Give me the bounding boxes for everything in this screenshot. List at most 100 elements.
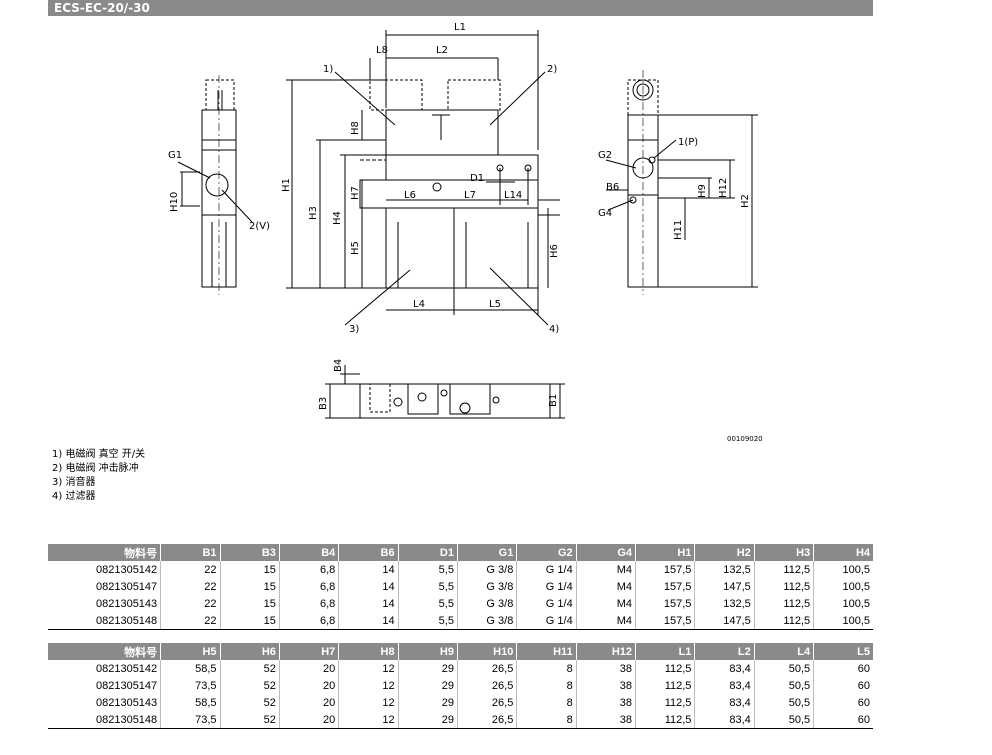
- value-cell: 112,5: [754, 595, 815, 612]
- dim-H9: H9: [697, 184, 708, 198]
- value-cell: 12: [338, 711, 399, 729]
- dim-L4: L4: [413, 299, 425, 310]
- value-cell: 26,5: [457, 711, 518, 729]
- value-cell: 100,5: [842, 580, 870, 593]
- value-cell: 14: [338, 595, 399, 612]
- spec-table-2: 物料号 H5 H6 H7 H8 H9 H10 H11 H12 L1 L2 L4 …: [48, 643, 873, 729]
- value-cell: G 3/8: [457, 595, 518, 612]
- dim-H11: H11: [673, 220, 684, 240]
- column-header: G4: [576, 544, 637, 561]
- part-number-cell: 0821305147: [48, 578, 162, 595]
- value-cell: 22: [160, 612, 221, 630]
- value-cell: 112,5: [754, 561, 815, 578]
- column-header: H7: [279, 643, 340, 660]
- value-cell: 73,5: [160, 711, 221, 729]
- value-cell: 112,5: [635, 660, 696, 677]
- value-cell: 52: [220, 694, 280, 711]
- dim-B6: B6: [606, 182, 619, 193]
- value-cell: 22: [160, 578, 221, 595]
- value-cell: 20: [279, 711, 340, 729]
- value-cell: 6,8: [279, 612, 340, 630]
- value-cell: 58,5: [160, 660, 221, 677]
- value-cell: 5,5: [398, 578, 458, 595]
- value-cell: 52: [220, 711, 280, 729]
- value-cell: 8: [516, 677, 577, 694]
- column-header: H1: [635, 544, 696, 561]
- value-cell: 52: [220, 660, 280, 677]
- value-cell: 22: [160, 595, 221, 612]
- value-cell: 83,4: [694, 677, 755, 694]
- value-cell: 83,4: [694, 711, 755, 729]
- value-cell: 29: [398, 711, 458, 729]
- label-G1: G1: [168, 150, 182, 161]
- value-cell: G 1/4: [516, 578, 577, 595]
- column-header: B6: [338, 544, 399, 561]
- value-cell: 157,5: [635, 612, 696, 630]
- value-cell: 112,5: [754, 578, 815, 595]
- legend-notes: 1) 电磁阀 真空 开/关 2) 电磁阀 冲击脉冲 3) 消音器 4) 过滤器: [52, 448, 145, 504]
- part-number-cell: 0821305143: [48, 595, 162, 612]
- value-cell: G 3/8: [457, 612, 518, 630]
- dim-L8: L8: [376, 45, 388, 56]
- dim-H7: H7: [350, 186, 361, 200]
- callout-4: 4): [549, 324, 559, 335]
- column-header: H2: [694, 544, 755, 561]
- column-header: G1: [457, 544, 518, 561]
- value-cell: M4: [576, 612, 637, 630]
- drawing-code: 00109020: [727, 435, 763, 443]
- port-1P: 1(P): [678, 137, 698, 148]
- value-cell: 38: [576, 711, 637, 729]
- value-cell: 15: [220, 595, 280, 612]
- right-view: [605, 70, 758, 295]
- value-cell: G 3/8: [457, 561, 518, 578]
- table-header-row: 物料号 B1 B3 B4 B6 D1 G1 G2 G4 H1 H2 H3 H4: [48, 544, 873, 561]
- value-cell: G 1/4: [516, 595, 577, 612]
- value-cell: 20: [279, 677, 340, 694]
- column-header: H8: [338, 643, 399, 660]
- dim-L6: L6: [404, 190, 416, 201]
- value-cell: 26,5: [457, 694, 518, 711]
- value-cell: 22: [160, 561, 221, 578]
- dim-H5: H5: [350, 241, 361, 255]
- dim-B3: B3: [318, 397, 329, 410]
- value-cell: 112,5: [635, 694, 696, 711]
- value-cell: 100,5: [842, 563, 870, 576]
- value-cell: 26,5: [457, 677, 518, 694]
- dim-H3: H3: [308, 206, 319, 220]
- value-cell: 6,8: [279, 595, 340, 612]
- value-cell: 20: [279, 660, 340, 677]
- column-header: L1: [635, 643, 696, 660]
- column-header: G2: [516, 544, 577, 561]
- drawing-labels: L1 L8 L2 L6 L7 L14 D1 L4 L5 H1 H3 H4 H5 …: [168, 22, 763, 443]
- value-cell: 60: [857, 696, 870, 709]
- column-header: H10: [457, 643, 518, 660]
- column-header: H3: [754, 544, 815, 561]
- value-cell: M4: [576, 561, 637, 578]
- value-cell: 26,5: [457, 660, 518, 677]
- dim-L5: L5: [489, 299, 501, 310]
- callout-3: 3): [349, 324, 359, 335]
- part-number-cell: 0821305147: [48, 677, 162, 694]
- value-cell: M4: [576, 595, 637, 612]
- dim-B4: B4: [333, 359, 344, 372]
- value-cell: 60: [813, 711, 873, 729]
- left-view: [177, 75, 253, 295]
- value-cell: 157,5: [635, 561, 696, 578]
- dim-H4: H4: [332, 211, 343, 225]
- front-view: [286, 30, 560, 326]
- value-cell: 50,5: [754, 711, 815, 729]
- part-number-cell: 0821305143: [48, 694, 162, 711]
- value-cell: M4: [576, 578, 637, 595]
- value-cell: 38: [576, 677, 637, 694]
- value-cell: 100,5: [813, 612, 873, 630]
- value-cell: 29: [398, 660, 458, 677]
- value-cell: 83,4: [694, 660, 755, 677]
- note-item: 3) 消音器: [52, 477, 96, 488]
- dim-L2: L2: [436, 45, 448, 56]
- value-cell: 5,5: [398, 595, 458, 612]
- value-cell: 14: [338, 578, 399, 595]
- value-cell: 12: [338, 694, 399, 711]
- column-header: L4: [754, 643, 815, 660]
- value-cell: 100,5: [842, 597, 870, 610]
